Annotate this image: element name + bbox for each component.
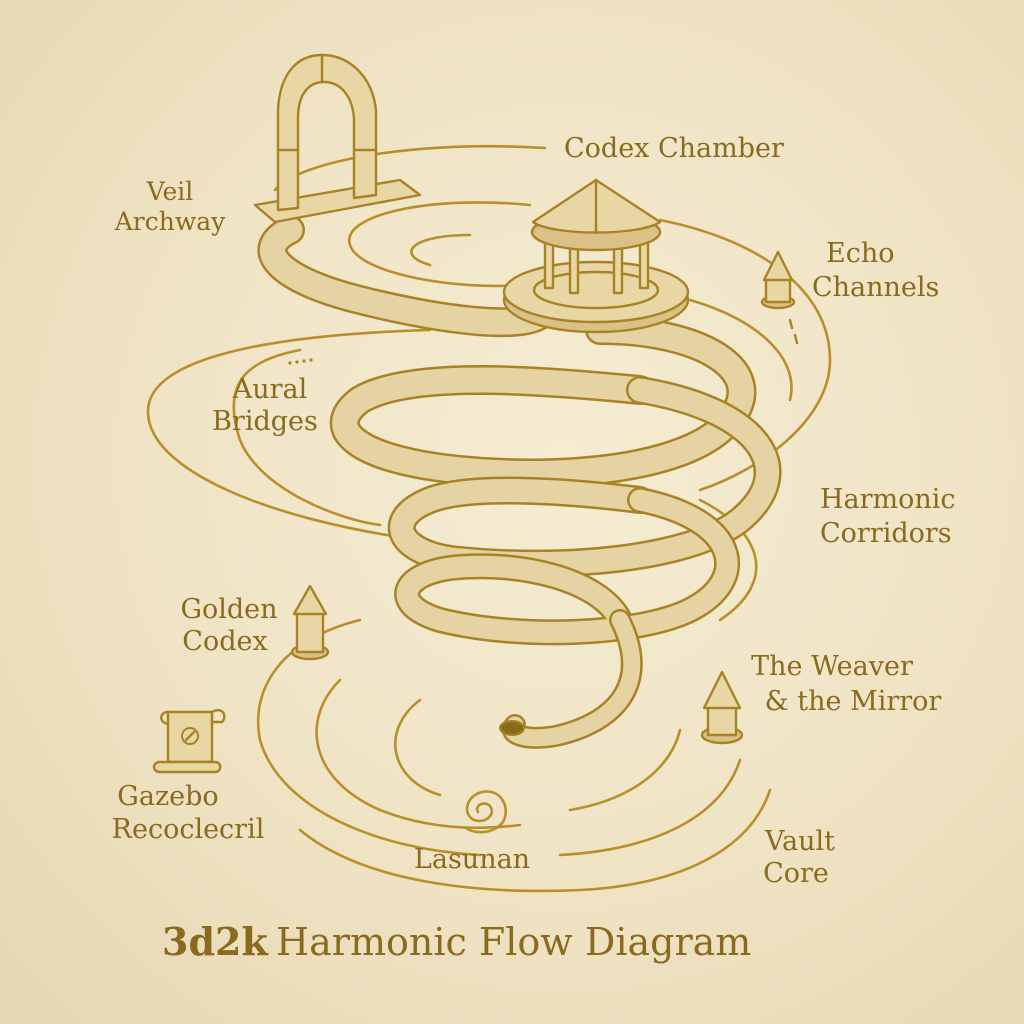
diagram-title: 3d2k Harmonic Flow Diagram [162,919,751,964]
label-gazebo-line2: Recoclecril [112,814,265,845]
gazebo-icon [502,178,690,334]
label-codex-chamber: Codex Chamber [564,133,784,164]
label-golden-codex-line2: Codex [182,626,267,657]
label-echo-channels-line2: Channels [812,272,939,303]
label-golden-codex-line1: Golden [180,594,277,625]
obelisk-icon-weaver [700,670,744,745]
label-aural-bridges-line2: Bridges [212,406,318,437]
label-veil-archway-line1: Veil [146,177,194,206]
label-echo-channels-line1: Echo [826,238,894,269]
spiral-ribbon [257,215,782,749]
obelisk-icon-echo [760,250,799,345]
label-vault-core-line1: Vault [764,826,835,857]
label-veil-archway-line2: Archway [114,207,226,236]
label-aural-bridges-line1: Aural [232,374,308,405]
label-weaver-mirror-line1: The Weaver [751,651,913,682]
title-text: Harmonic Flow Diagram [276,920,751,964]
label-vault-core-line2: Core [763,858,829,889]
spiral-icon [464,790,507,834]
label-lasunan: Lasunan [414,844,530,875]
label-gazebo-line1: Gazebo [117,781,218,812]
label-harmonic-corridors-line2: Corridors [820,518,952,549]
label-weaver-mirror-line2: & the Mirror [765,686,942,717]
scroll-icon [152,708,226,774]
ellipsis-marks [288,358,313,365]
title-prefix: 3d2k [162,919,268,964]
label-harmonic-corridors-line1: Harmonic [820,484,956,515]
engraved-grooves [146,144,832,893]
archway-icon [253,53,422,224]
obelisk-icon-golden [290,584,330,661]
